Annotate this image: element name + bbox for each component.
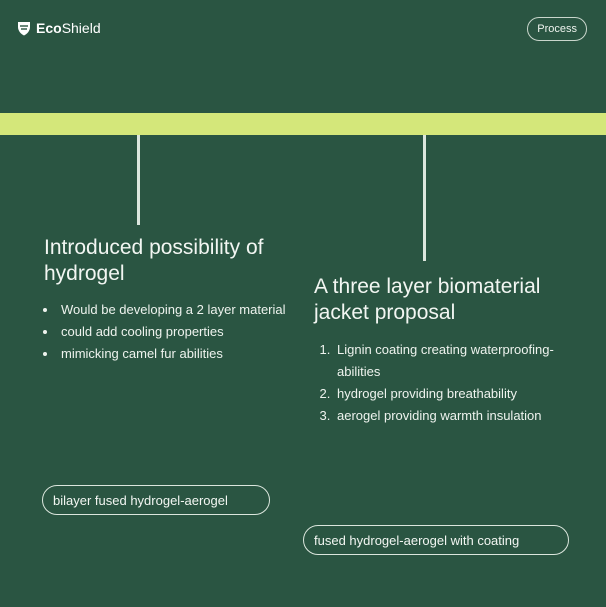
stage2-tag: fused hydrogel-aerogel with coating <box>303 525 569 555</box>
stage2-step-list: Lignin coating creating waterproofing-ab… <box>320 339 574 427</box>
process-button[interactable]: Process <box>527 17 587 41</box>
list-item: aerogel providing warmth insulation <box>334 405 574 427</box>
list-item: Lignin coating creating waterproofing-ab… <box>334 339 574 383</box>
timeline-bar <box>0 113 606 135</box>
brand-name: EcoShield <box>36 20 101 36</box>
timeline-connector-stage2 <box>423 135 426 261</box>
list-item: Would be developing a 2 layer material <box>58 299 298 321</box>
list-item: could add cooling properties <box>58 321 298 343</box>
stage1-tag: bilayer fused hydrogel-aerogel <box>42 485 270 515</box>
brand-logo[interactable]: EcoShield <box>17 20 101 36</box>
stage1-title: Introduced possibility of hydrogel <box>44 236 264 285</box>
list-item: hydrogel providing breathability <box>334 383 574 405</box>
stage1-bullet-list: Would be developing a 2 layer material c… <box>44 299 298 365</box>
stage2-title: A three layer biomaterial jacket proposa… <box>314 275 541 324</box>
shield-icon <box>18 21 30 35</box>
list-item: mimicking camel fur abilities <box>58 343 298 365</box>
timeline-connector-stage1 <box>137 135 140 225</box>
